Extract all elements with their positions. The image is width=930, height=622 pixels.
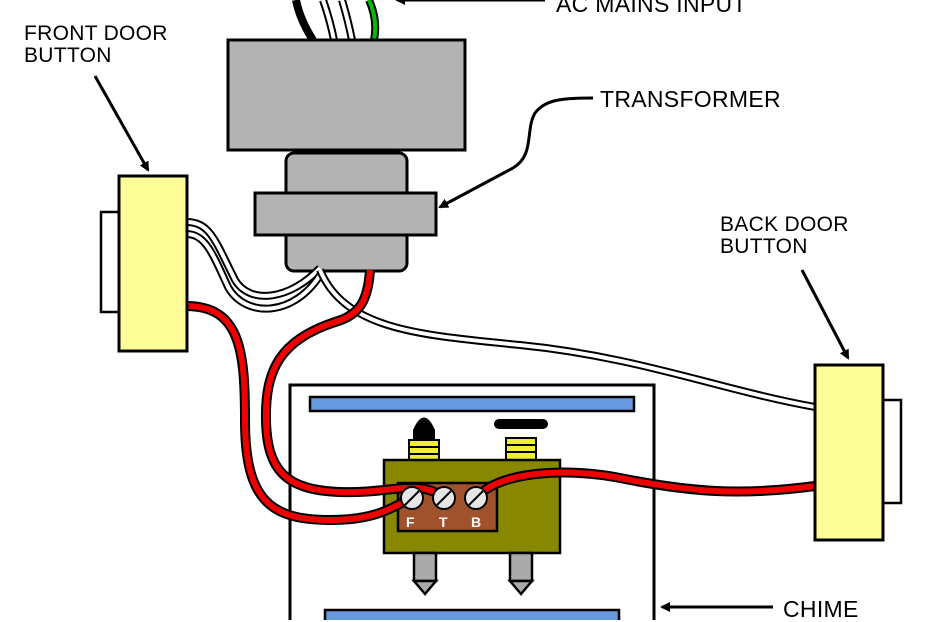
front-door-button-label-line1: FRONT DOOR	[24, 22, 168, 45]
terminal-f-label: F	[406, 514, 415, 530]
terminal-f: F	[400, 486, 424, 530]
arrow-icon	[438, 96, 594, 209]
arrow-icon	[93, 75, 150, 172]
red-wires	[185, 269, 816, 526]
back-door-button	[813, 363, 903, 542]
pointer-arrows	[93, 0, 850, 612]
terminal-b-label: B	[471, 514, 481, 530]
transformer-label: TRANSFORMER	[600, 86, 781, 112]
transformer	[226, 38, 467, 273]
terminal-b: B	[464, 486, 488, 530]
chime-spring-left	[408, 439, 440, 463]
front-door-button-label-line2: BUTTON	[24, 44, 112, 67]
ac-mains-input-label: AC MAINS INPUT	[556, 0, 747, 17]
terminal-t: T	[432, 486, 456, 530]
chime-label: CHIME	[783, 596, 859, 622]
arrow-icon	[800, 269, 850, 360]
terminal-screws: F T B	[400, 486, 488, 530]
terminal-t-label: T	[439, 514, 448, 530]
chime-plunger-right	[507, 551, 535, 596]
front-door-button	[99, 174, 189, 353]
chime-spring-right	[505, 437, 537, 463]
back-door-button-label-line2: BUTTON	[720, 235, 808, 258]
chime-plunger-left	[411, 551, 439, 596]
back-door-button-label-line1: BACK DOOR	[720, 213, 849, 236]
ac-mains-wires	[292, 0, 380, 43]
white-wires	[185, 218, 816, 411]
